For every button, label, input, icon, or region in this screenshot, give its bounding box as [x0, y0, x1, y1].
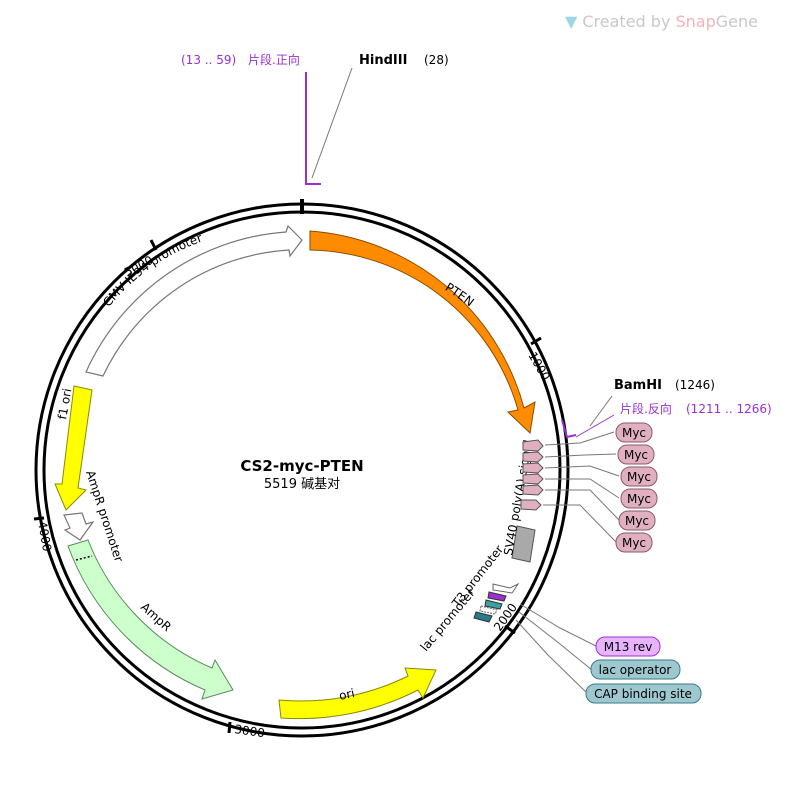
tick-2000 — [504, 624, 516, 635]
tick-marks — [33, 239, 542, 734]
reverse-primer-range: (1211 .. 1266) — [686, 402, 772, 416]
m13-leader — [519, 603, 597, 647]
myc-leader-4 — [545, 478, 620, 499]
lac-operator-glyph[interactable] — [484, 599, 503, 610]
myc-glyph-5[interactable] — [522, 484, 544, 496]
small-feature-leaders — [515, 603, 597, 695]
myc-leader-1 — [544, 431, 615, 446]
myc-glyph-3[interactable] — [522, 462, 544, 474]
myc-tag-6[interactable]: Myc — [615, 532, 653, 553]
lac-operator-tag[interactable]: lac operator — [590, 659, 681, 680]
plasmid-name: CS2-myc-PTEN — [240, 457, 363, 475]
myc-leader-6 — [543, 504, 617, 543]
myc-tag-4-box — [620, 488, 658, 509]
pten-feature-arrow[interactable] — [309, 230, 536, 435]
m13-rev-tag[interactable]: M13 rev — [595, 636, 661, 657]
myc-tag-2[interactable]: Myc — [617, 444, 655, 465]
hindiii-name: HindIII — [359, 53, 407, 68]
myc-tag-1-label: Myc — [622, 426, 646, 440]
cap-leader — [515, 619, 589, 695]
myc-tag-2-box — [617, 444, 655, 465]
myc-tag-3-box — [620, 466, 658, 487]
myc-leader-5 — [545, 489, 620, 521]
cap-binding-site-text: CAP binding site — [594, 687, 692, 701]
myc-leader-3 — [544, 465, 620, 477]
m13-rev-glyph[interactable] — [487, 591, 507, 602]
ampr-promoter-overlap-dots — [75, 555, 93, 561]
tick-label-3000: 3000 — [234, 722, 266, 740]
myc-tag-4[interactable]: Myc — [620, 488, 658, 509]
myc-glyph-1[interactable] — [522, 439, 544, 452]
lac-operator-leader — [518, 611, 593, 671]
plasmid-size: 5519 碱基对 — [264, 477, 340, 492]
tick-5000 — [149, 239, 158, 251]
cap-binding-site-tag[interactable]: CAP binding site — [585, 683, 702, 704]
myc-tag-4-label: Myc — [627, 492, 651, 506]
ampr-arrow[interactable] — [67, 539, 234, 700]
myc-tag-1-box — [615, 422, 653, 443]
t3-promoter-glyph[interactable] — [492, 582, 520, 594]
f1-ori-label: f1 ori — [55, 387, 74, 420]
myc-leader-2 — [544, 453, 617, 458]
bamhi-name: BamHI — [614, 378, 662, 393]
myc-leaders — [543, 431, 620, 543]
m13-rev-box — [595, 636, 661, 657]
bamhi-position: (1246) — [675, 378, 715, 392]
myc-tag-glyphs — [520, 439, 544, 511]
tick-label-4000: 4000 — [35, 520, 54, 553]
forward-primer-label: 片段.正向 — [248, 52, 300, 67]
myc-tag-6-label: Myc — [622, 536, 646, 550]
snapgene-watermark: ▼ Created by SnapGene — [564, 12, 758, 31]
tick-3000 — [227, 721, 232, 734]
f1-ori-arrow[interactable] — [54, 385, 93, 511]
myc-tag-5-label: Myc — [625, 514, 649, 528]
tick-4000 — [33, 516, 45, 521]
m13-rev-text: M13 rev — [604, 640, 653, 654]
myc-glyph-6[interactable] — [520, 499, 542, 511]
hindiii-leader — [311, 67, 353, 179]
forward-primer-bracket[interactable] — [305, 72, 321, 185]
hindiii-position: (28) — [424, 53, 449, 67]
myc-tag-2-label: Myc — [624, 448, 648, 462]
myc-tag-1[interactable]: Myc — [615, 422, 653, 443]
bamhi-leader — [589, 395, 613, 427]
myc-tag-3-label: Myc — [627, 470, 651, 484]
lac-operator-box — [590, 659, 681, 680]
cmv-promoter-arrow[interactable] — [85, 224, 303, 377]
myc-glyph-2[interactable] — [522, 451, 544, 463]
tick-label-1000: 1000 — [525, 350, 552, 383]
ampr-promoter-arrow[interactable] — [63, 512, 95, 541]
reverse-primer-leader — [575, 414, 615, 438]
reverse-primer-label: 片段.反向 — [620, 401, 672, 416]
lac-operator-text: lac operator — [599, 663, 672, 677]
watermark-icon: ▼ — [564, 12, 578, 31]
cap-site-glyph[interactable] — [473, 611, 493, 623]
forward-primer-range: (13 .. 59) — [181, 53, 236, 67]
lac-promoter-glyph[interactable] — [479, 605, 498, 615]
myc-tag-3[interactable]: Myc — [620, 466, 658, 487]
ori-arrow[interactable] — [278, 667, 437, 720]
sv40-polya-box[interactable] — [511, 525, 536, 563]
lac-promoter-label: lac promoter — [418, 586, 478, 654]
myc-glyph-4[interactable] — [522, 473, 544, 485]
ori-label: ori — [338, 686, 356, 703]
cap-binding-site-box — [585, 683, 702, 704]
myc-tag-6-box — [615, 532, 653, 553]
tick-1000 — [530, 336, 542, 346]
myc-tag-5-box — [618, 510, 656, 531]
reverse-primer-bracket[interactable] — [561, 419, 577, 439]
myc-tag-5[interactable]: Myc — [618, 510, 656, 531]
